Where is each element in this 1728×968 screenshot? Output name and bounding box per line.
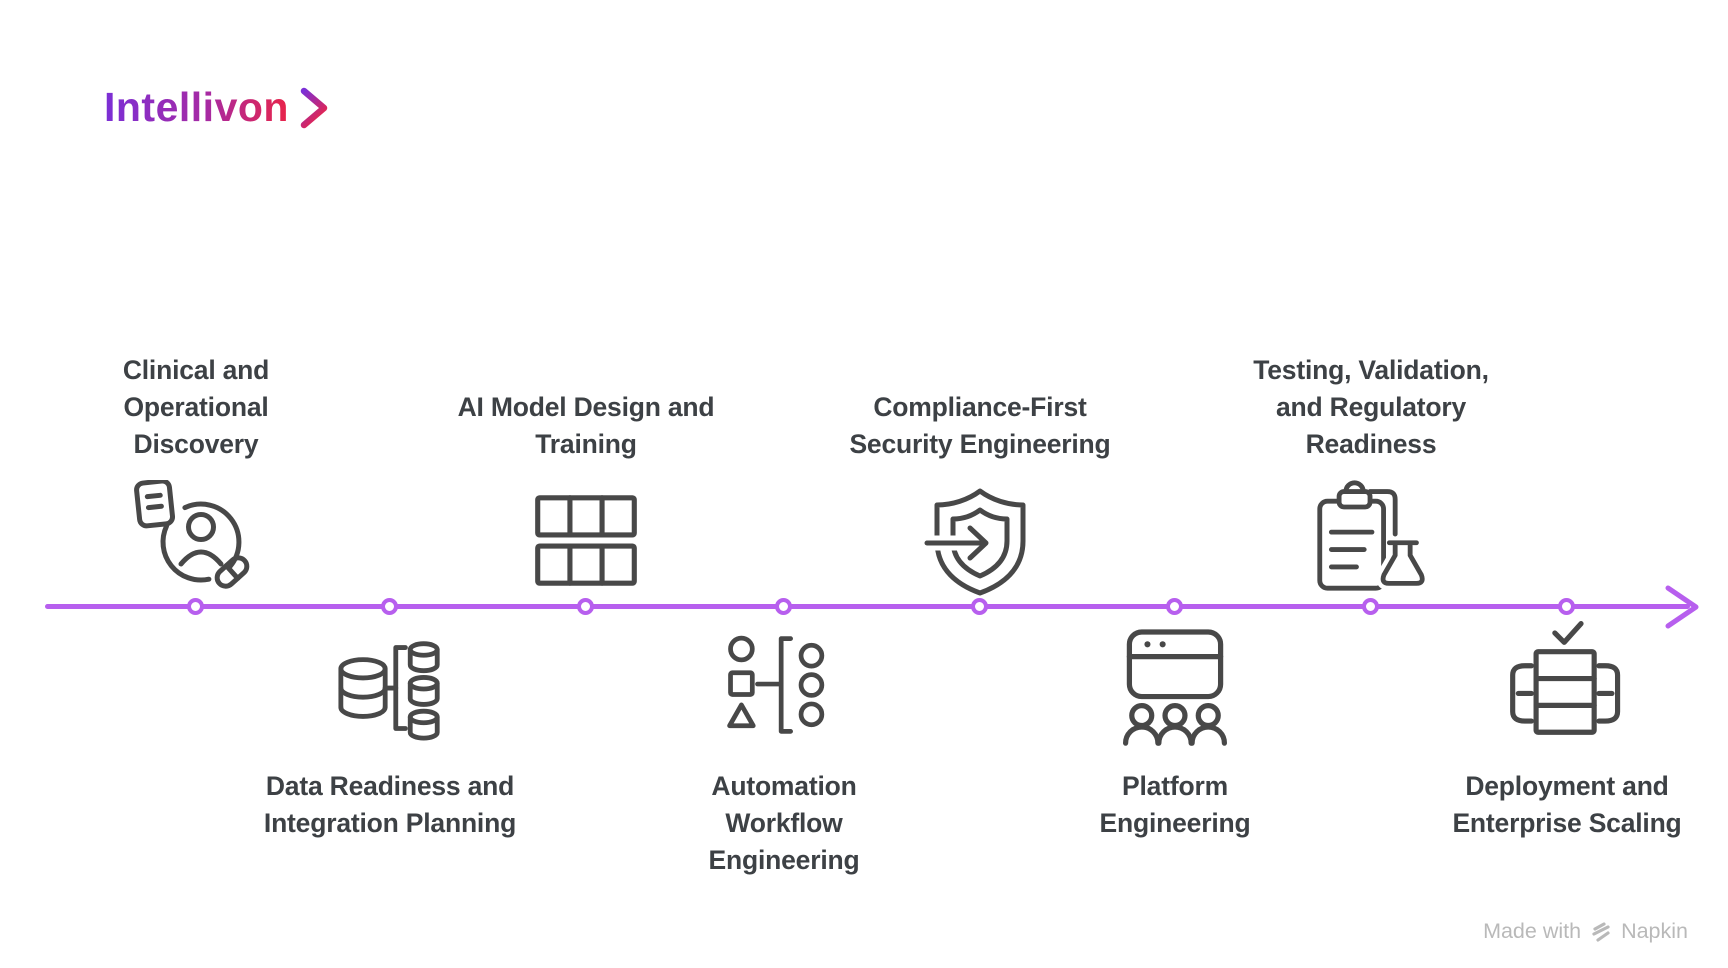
stage-label-testing-validation: Testing, Validation, and Regulatory Read… xyxy=(1253,355,1489,459)
stage-label-clinical-discovery: Clinical and Operational Discovery xyxy=(122,355,270,459)
watermark-prefix: Made with xyxy=(1483,919,1582,943)
stage-label-compliance-security: Compliance-First Security Engineering xyxy=(849,392,1111,459)
timeline-arrowhead-icon xyxy=(1665,585,1699,629)
timeline-node xyxy=(1166,598,1183,615)
timeline-node xyxy=(1558,598,1575,615)
watermark-brand: Napkin xyxy=(1621,919,1688,943)
data-integration-icon xyxy=(338,641,440,741)
stage-label-platform: Platform Engineering xyxy=(1099,771,1251,838)
stage-label-ai-model: AI Model Design and Training xyxy=(457,392,715,459)
testing-clipboard-flask-icon xyxy=(1317,480,1429,591)
ai-model-grid-icon xyxy=(535,495,637,586)
timeline-node xyxy=(187,598,204,615)
stage-label-deployment-scaling: Deployment and Enterprise Scaling xyxy=(1452,771,1682,838)
timeline-node xyxy=(971,598,988,615)
security-shield-icon xyxy=(924,488,1026,596)
napkin-logo-icon xyxy=(1592,921,1610,942)
clinical-discovery-icon xyxy=(134,480,250,589)
timeline-axis xyxy=(45,604,1690,609)
timeline-node xyxy=(381,598,398,615)
brand-logo: Intellivon xyxy=(104,84,331,131)
timeline-node xyxy=(775,598,792,615)
brand-name: Intellivon xyxy=(104,84,289,130)
automation-workflow-icon xyxy=(727,635,825,734)
stage-label-data-readiness: Data Readiness and Integration Planning xyxy=(263,771,517,838)
timeline-node xyxy=(1362,598,1379,615)
platform-engineering-icon xyxy=(1122,629,1228,746)
deployment-scaling-icon xyxy=(1510,621,1621,735)
timeline-node xyxy=(577,598,594,615)
chevron-right-icon xyxy=(300,87,328,128)
stage-label-automation-workflow: Automation Workflow Engineering xyxy=(708,771,860,875)
napkin-watermark: Made with Napkin xyxy=(1483,919,1688,944)
